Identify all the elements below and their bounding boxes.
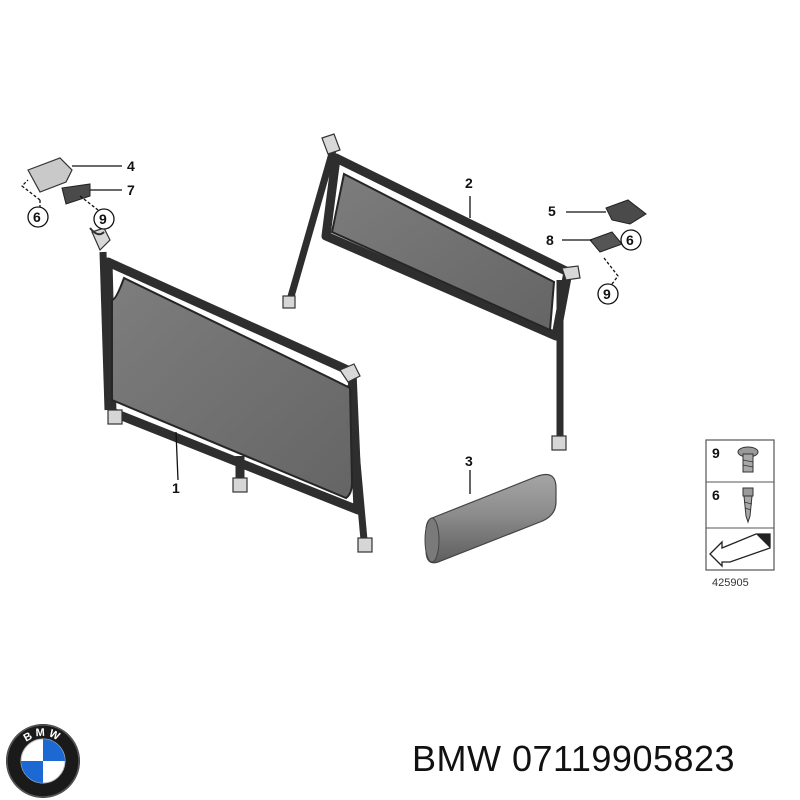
roll-cover-3 [424, 473, 557, 564]
callout-9b: 9 [603, 286, 611, 302]
callouts: 1 2 3 4 5 6 6 7 8 9 9 [27, 158, 642, 496]
callout-8: 8 [546, 232, 554, 248]
callout-4: 4 [127, 158, 135, 174]
callout-2: 2 [465, 175, 473, 191]
legend-label-6: 6 [712, 487, 720, 503]
self-tapping-screw-icon [742, 487, 754, 524]
legend-label-9: 9 [712, 445, 720, 461]
callout-6b: 6 [626, 232, 634, 248]
callout-9a: 9 [99, 211, 107, 227]
bracket-left [27, 157, 105, 236]
callout-1: 1 [172, 480, 180, 496]
partition-net-1 [91, 227, 373, 553]
torx-button-head-screw-icon [737, 446, 759, 473]
direction-arrow-icon [709, 533, 771, 568]
leader-lines [21, 165, 631, 494]
bmw-logo: BMW [6, 724, 80, 798]
callout-3: 3 [465, 453, 473, 469]
svg-text:BMW: BMW [22, 727, 65, 745]
part-number-caption: BMW 07119905823 [412, 738, 736, 779]
callout-6a: 6 [33, 209, 41, 225]
partition-net-2 [282, 133, 581, 451]
callout-7: 7 [127, 182, 135, 198]
reference-number: 425905 [712, 577, 749, 589]
fastener-legend: 9 6 425905 [705, 439, 775, 589]
callout-5: 5 [548, 203, 556, 219]
